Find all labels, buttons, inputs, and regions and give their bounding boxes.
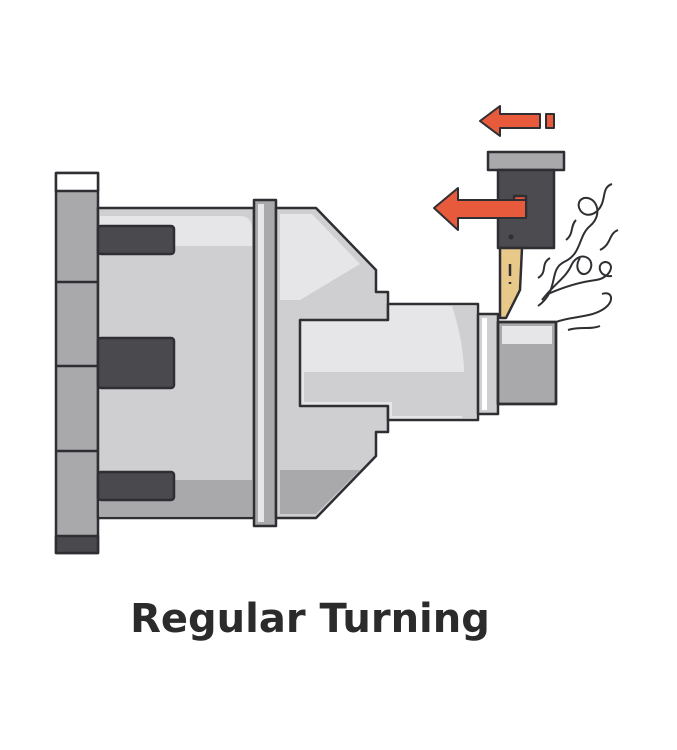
workpiece bbox=[298, 302, 558, 422]
chuck-collar bbox=[252, 198, 278, 528]
diagram-caption: Regular Turning bbox=[130, 596, 490, 642]
chuck-flange bbox=[54, 171, 100, 555]
chuck-body bbox=[96, 206, 256, 520]
feed-arrow-icon bbox=[433, 105, 555, 231]
chip-swarf-icon bbox=[537, 183, 619, 331]
